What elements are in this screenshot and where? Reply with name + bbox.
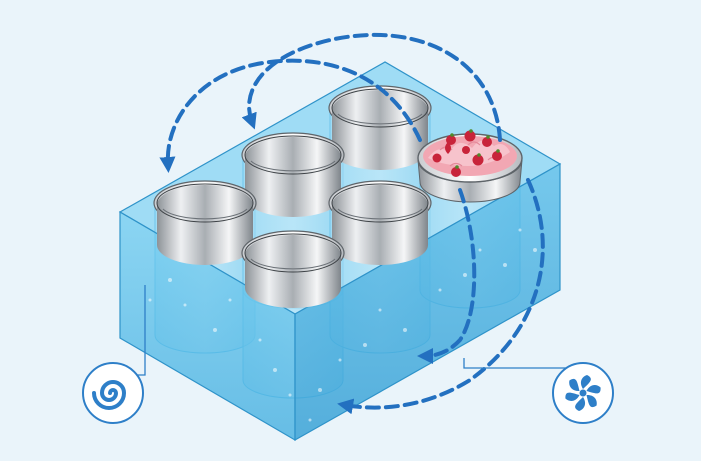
arrow-bottom-inner <box>417 188 477 364</box>
arrow-bottom-outer <box>337 178 545 415</box>
connector-right <box>463 358 580 369</box>
spiral-icon <box>82 362 144 424</box>
strawberries <box>432 130 502 177</box>
tank-front-right-face <box>294 162 561 442</box>
container-openings <box>153 85 523 308</box>
container-mid-right <box>328 180 432 265</box>
arrow-top-inner <box>159 58 422 173</box>
circulation-dashed-arrows <box>159 32 545 415</box>
container-back <box>328 85 432 170</box>
container-front-center <box>241 230 345 308</box>
arrow-top-outer <box>241 32 502 142</box>
container-front-left <box>153 180 257 265</box>
water-bubbles <box>148 228 537 422</box>
container-mid-left <box>241 132 345 217</box>
ice-cream-container <box>417 129 523 203</box>
fan-icon <box>552 362 614 424</box>
strawberry-leaves <box>450 129 500 169</box>
